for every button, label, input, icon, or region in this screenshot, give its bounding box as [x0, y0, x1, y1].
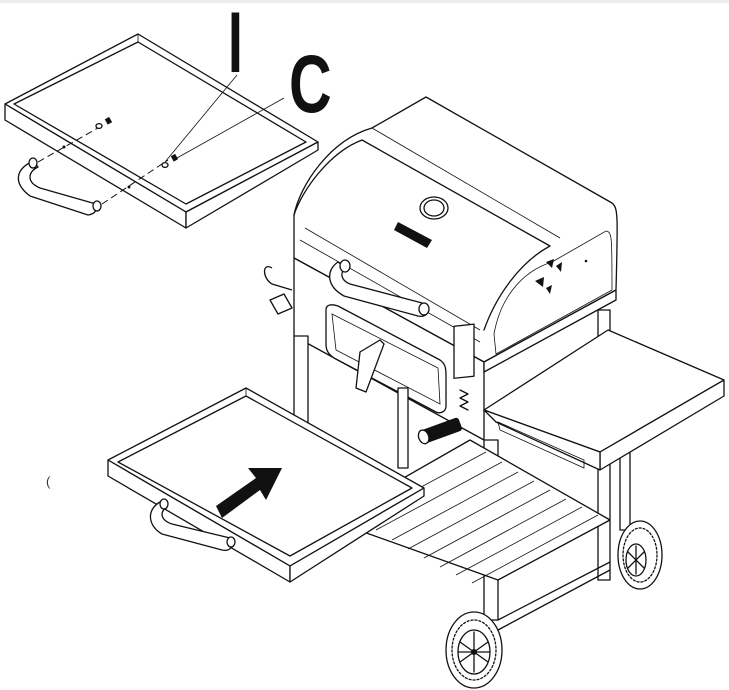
callout-label-i: I [228, 0, 243, 91]
wheel-front [445, 611, 503, 689]
left-shelf [107, 387, 425, 583]
slide-arrow-icon [216, 468, 282, 518]
detached-shelf [4, 33, 319, 229]
stray-mark: ( [46, 474, 51, 489]
wheel-rear [617, 520, 663, 590]
right-shelf [483, 329, 725, 471]
callout-label-c: C [289, 39, 332, 130]
top-border [0, 0, 729, 3]
firebox [263, 257, 617, 445]
